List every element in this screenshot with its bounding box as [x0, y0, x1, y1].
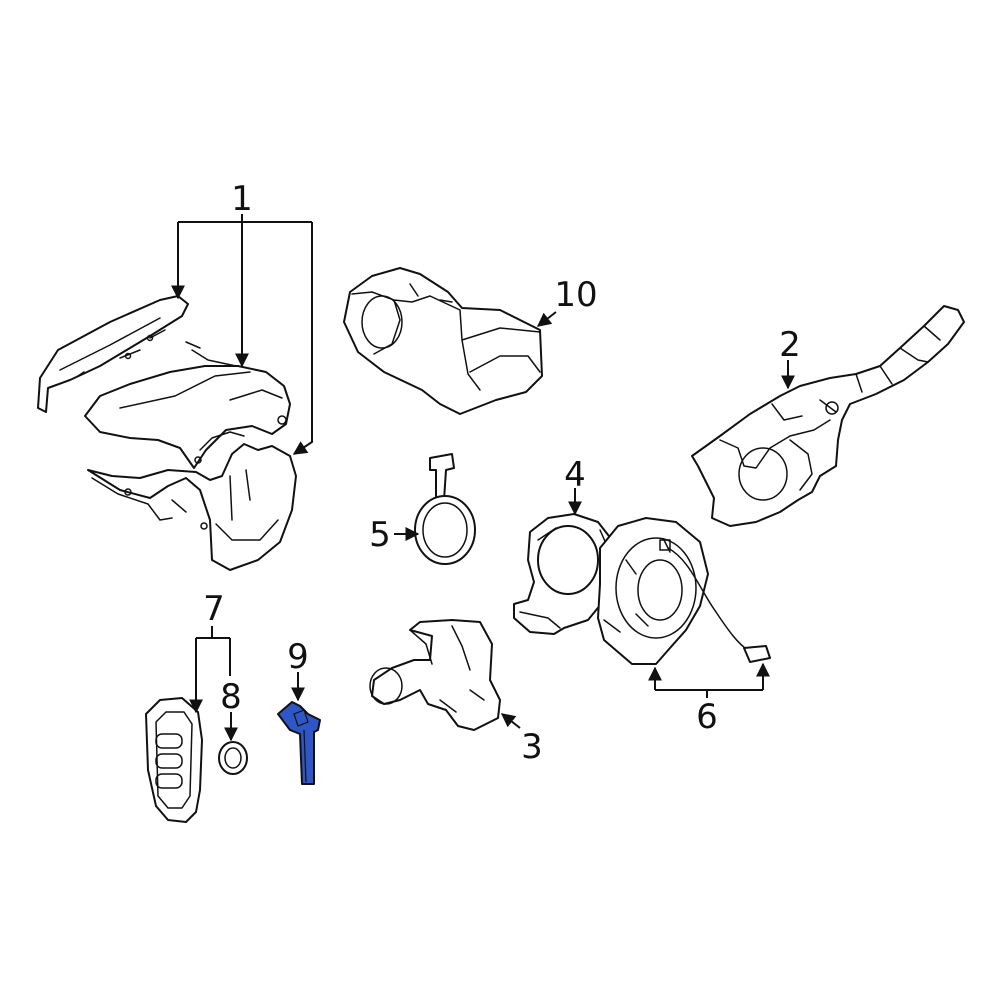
callout-7: 7 — [203, 589, 225, 629]
callout-labels: 1 2 3 4 5 6 7 8 9 10 — [203, 179, 801, 767]
callout-4: 4 — [564, 455, 586, 495]
callout-5: 5 — [369, 515, 391, 555]
callout-10: 10 — [554, 275, 597, 315]
column-cover-assembly[interactable] — [37, 295, 297, 571]
callout-3: 3 — [521, 727, 543, 767]
callout-8: 8 — [220, 677, 242, 717]
callout-2: 2 — [779, 325, 801, 365]
combination-switch-part[interactable] — [691, 305, 965, 527]
wiper-switch-part[interactable] — [369, 619, 501, 731]
callout-1: 1 — [231, 179, 253, 219]
clock-spring-part[interactable] — [597, 517, 771, 665]
key-blade-part[interactable] — [277, 701, 321, 785]
key-fob-part[interactable] — [145, 697, 203, 823]
callout-6: 6 — [696, 697, 718, 737]
switch-cover-part[interactable] — [343, 267, 543, 415]
coin-battery-part[interactable] — [218, 741, 248, 775]
ring-part[interactable] — [414, 453, 476, 565]
housing-part[interactable] — [513, 513, 615, 635]
callout-9: 9 — [287, 637, 309, 677]
leader-lines — [171, 214, 795, 742]
